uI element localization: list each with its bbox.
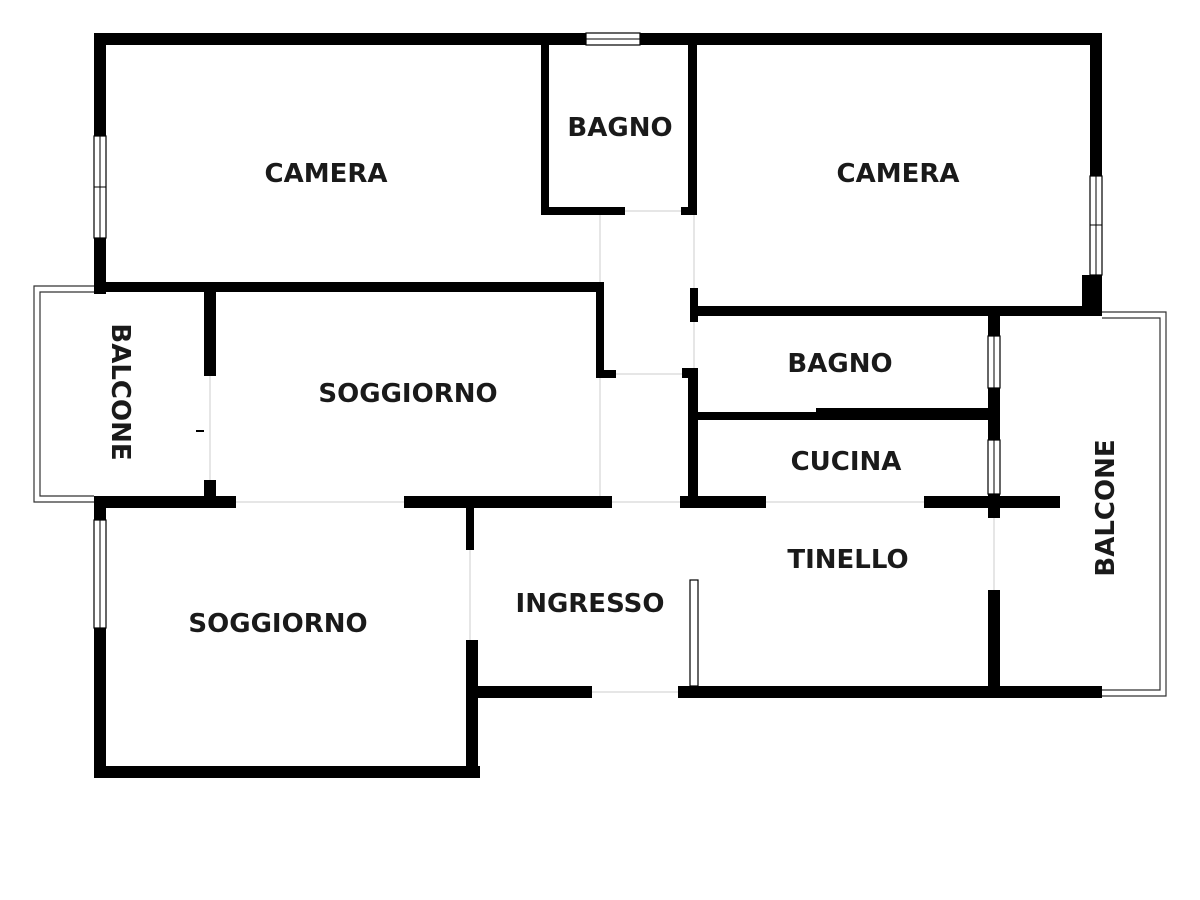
wall-balcone-right-b: [204, 480, 216, 500]
balconies: [33, 285, 1167, 697]
wall-bottom-soggiorno: [94, 766, 480, 778]
wall-right-inner-d: [988, 590, 1000, 698]
balcone-right-outline: [1102, 311, 1167, 697]
wall-bagno-bottom-left: [541, 207, 625, 215]
wall-soggiorno-right: [466, 640, 478, 778]
walls: [94, 33, 1102, 778]
wall-balcone-right-a: [204, 290, 216, 376]
wall-camera-bottom: [94, 282, 604, 292]
label-bagno-mid: BAGNO: [787, 349, 892, 379]
label-balcone-left: BALCONE: [105, 323, 135, 460]
wall-bottom-ingresso: [470, 686, 592, 698]
wall-balcone-mark: [196, 430, 204, 432]
wall-camera-right-bottom: [690, 306, 1102, 316]
wall-top-left: [94, 33, 586, 45]
wall-right-inner-c: [988, 494, 1000, 518]
label-cucina: CUCINA: [791, 447, 902, 477]
label-bagno-top: BAGNO: [567, 113, 672, 143]
label-ingresso: INGRESSO: [516, 589, 665, 619]
room-labels: CAMERA BAGNO CAMERA BALCONE SOGGIORNO BA…: [105, 113, 1121, 639]
wall-mid-row-a: [94, 496, 236, 508]
wall-corridor-right-a: [690, 288, 698, 322]
wall-mid-row-c: [680, 496, 766, 508]
wall-left-bottom: [94, 628, 106, 778]
label-balcone-right: BALCONE: [1091, 439, 1121, 576]
wall-left-upper: [94, 33, 106, 136]
wall-bagno-left: [541, 33, 549, 215]
wall-corridor-left-low: [596, 370, 616, 378]
wall-right-inner-a: [988, 316, 1000, 336]
balcone-left-outline: [33, 285, 94, 503]
wall-bagno-right: [688, 33, 697, 215]
wall-left-mid: [94, 238, 106, 294]
label-camera-left: CAMERA: [265, 159, 388, 189]
wall-top-right: [640, 33, 1102, 45]
wall-bottom-tinello: [678, 686, 1102, 698]
wall-right-inner-b: [988, 388, 1000, 440]
windows: [93, 32, 1103, 687]
label-soggiorno-upper: SOGGIORNO: [318, 379, 497, 409]
wall-right-upper: [1090, 33, 1102, 176]
wall-corridor-right-c: [688, 368, 698, 508]
openings: [209, 210, 995, 693]
wall-soggiorno-right-up: [466, 508, 474, 550]
window-ingresso-partition: [689, 579, 699, 687]
wall-bagno-cucina-thick: [816, 408, 994, 420]
wall-mid-row-b: [404, 496, 612, 508]
label-tinello: TINELLO: [787, 545, 908, 575]
label-camera-right: CAMERA: [837, 159, 960, 189]
label-soggiorno-lower: SOGGIORNO: [188, 609, 367, 639]
wall-corridor-left: [596, 282, 604, 370]
wall-right-mid: [1082, 275, 1102, 315]
